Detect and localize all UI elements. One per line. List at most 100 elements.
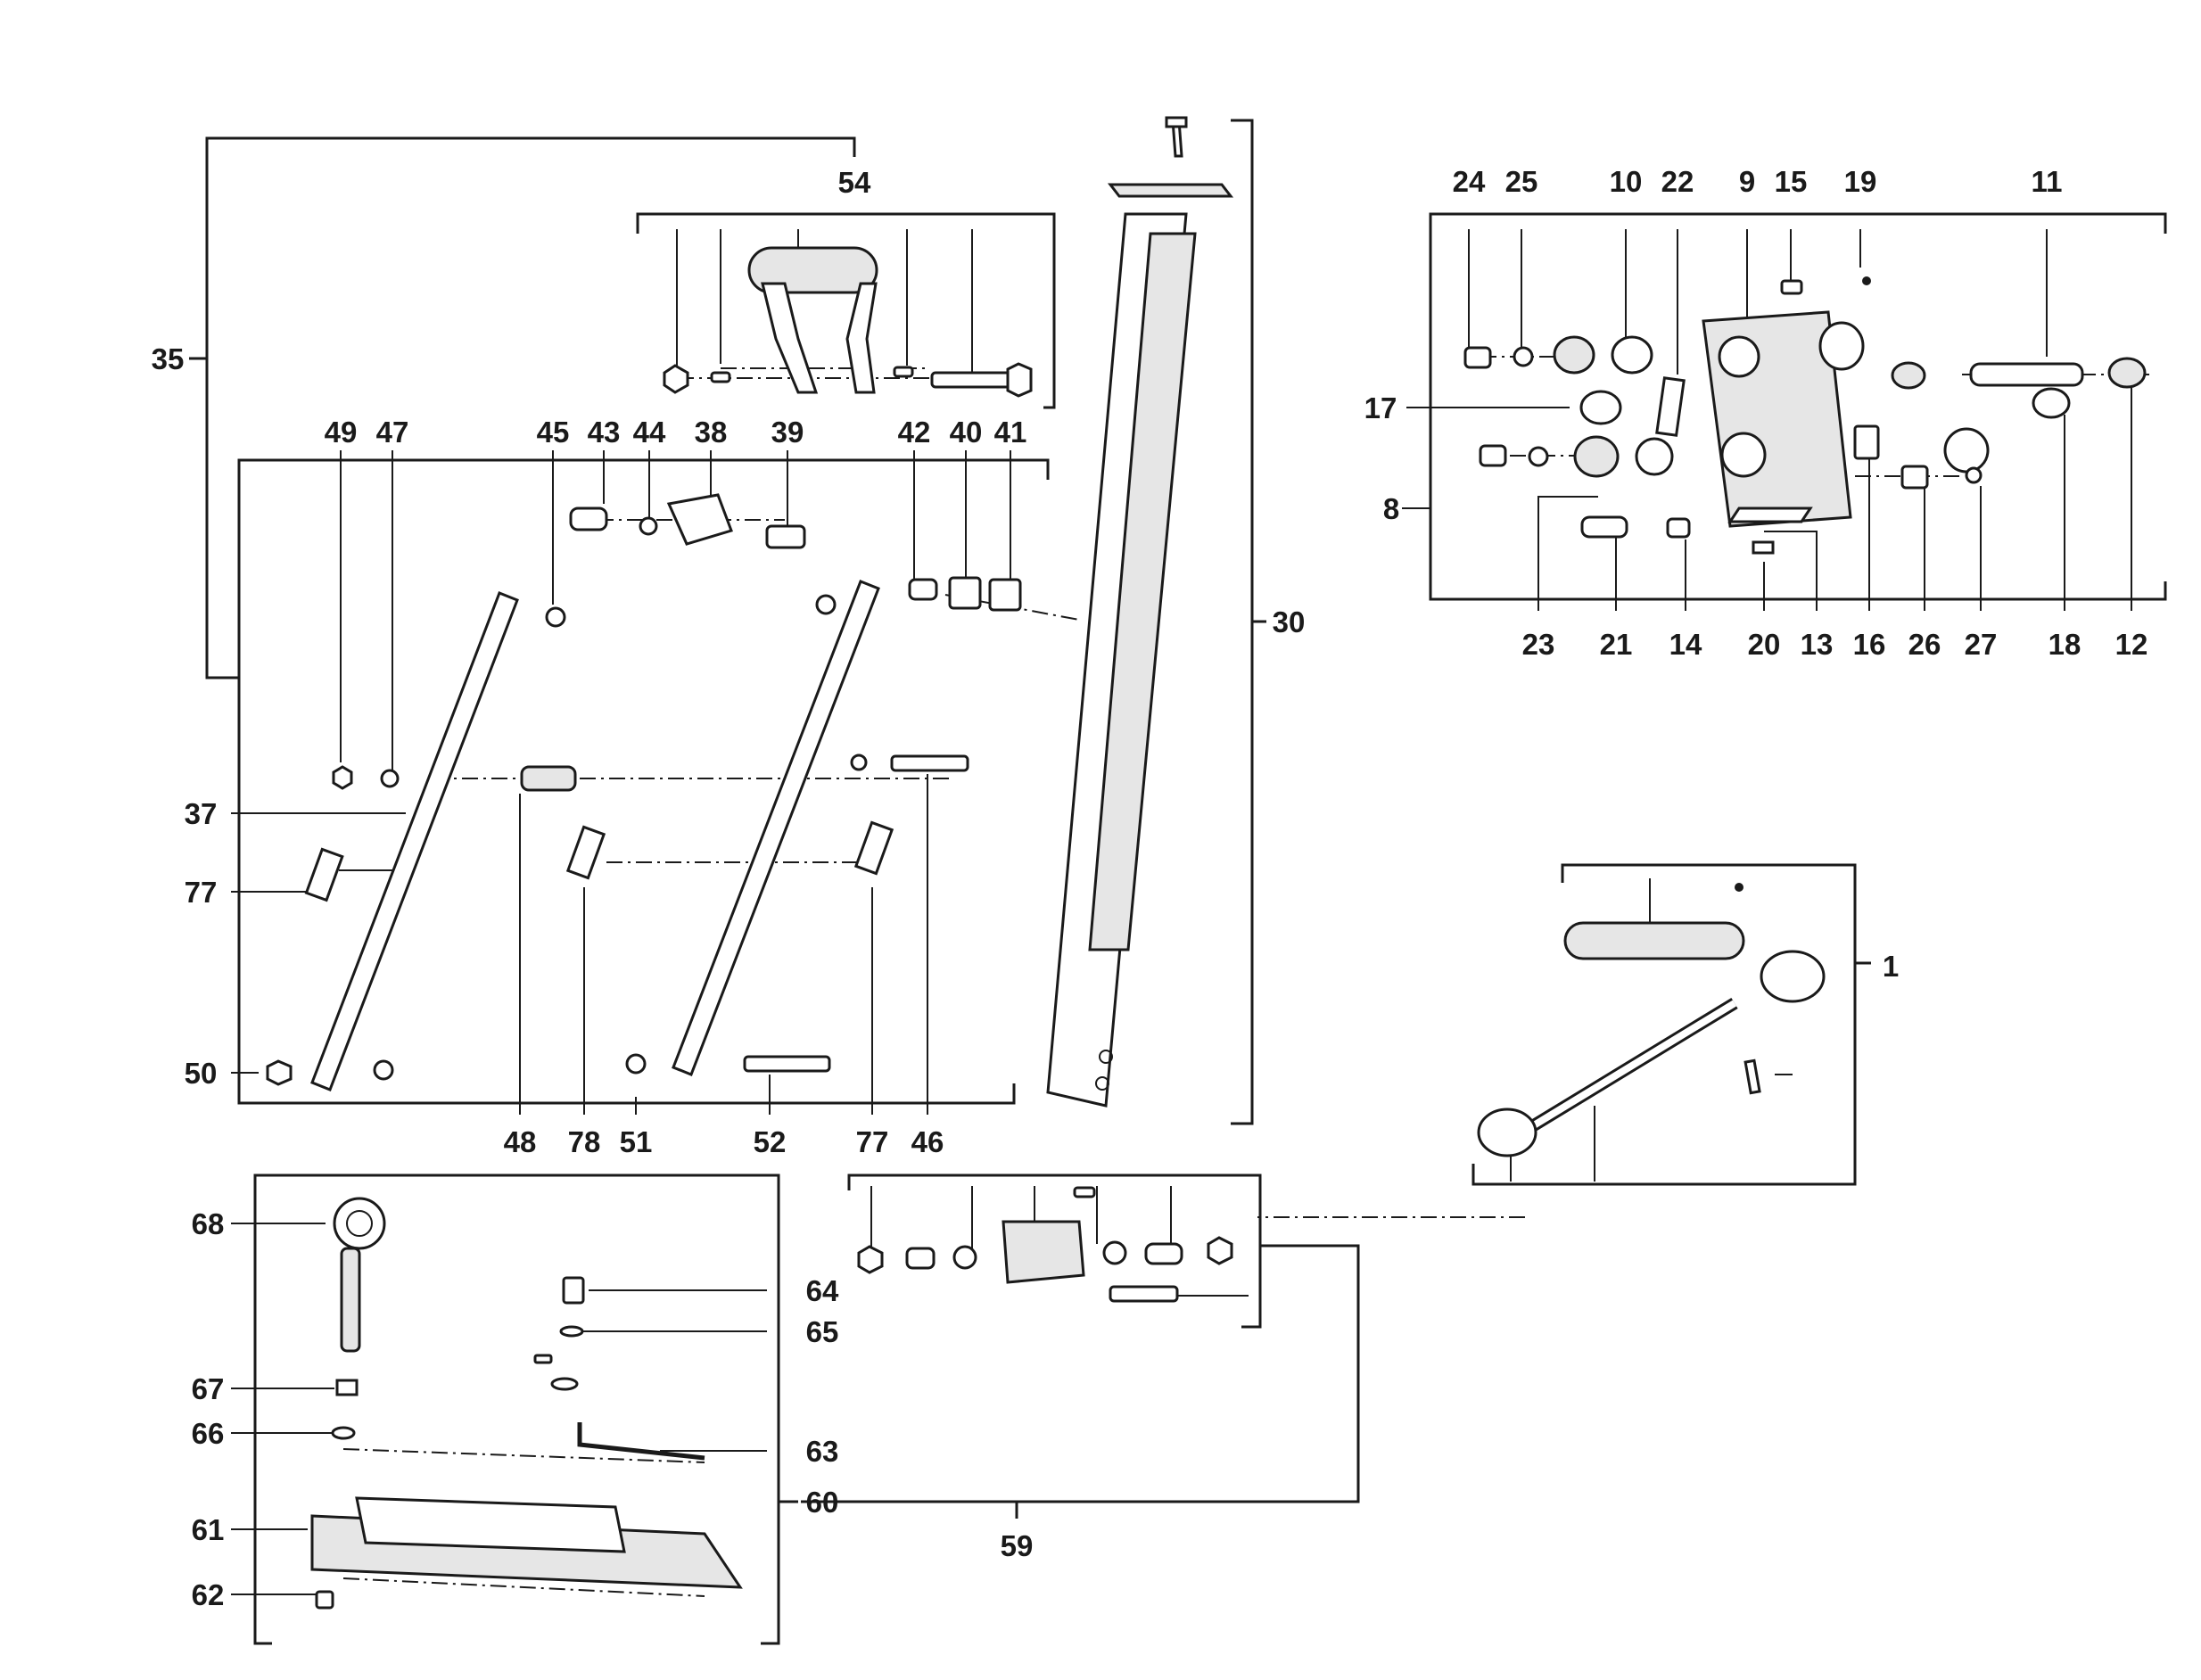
callout-18: 18 — [2048, 628, 2081, 661]
small-screw-icon — [1752, 540, 1775, 555]
carriage-block — [1002, 1220, 1085, 1284]
callout-39: 39 — [771, 416, 804, 449]
eye-bolt-shank — [340, 1247, 361, 1353]
callout-24: 24 — [1453, 165, 1486, 198]
slide-block — [988, 578, 1022, 612]
allen-key — [577, 1422, 705, 1461]
housing-bore — [1720, 432, 1767, 478]
callout-43: 43 — [588, 416, 621, 449]
callout-66: 66 — [192, 1417, 225, 1450]
hex-nut-icon — [332, 765, 353, 790]
callout-27: 27 — [1965, 628, 1998, 661]
callout-12: 12 — [2115, 628, 2148, 661]
assembly-brackets — [189, 119, 2167, 1645]
eccentric-roller — [1579, 390, 1622, 425]
screw-icon — [1965, 466, 1983, 484]
knob-end — [1477, 1108, 1537, 1157]
ball-icon — [1862, 276, 1871, 285]
feed-handle-group — [1477, 883, 1826, 1157]
hex-nut-icon — [663, 364, 689, 394]
callout-51: 51 — [620, 1125, 653, 1158]
end-cap — [2107, 357, 2147, 389]
callout-65: 65 — [806, 1315, 839, 1348]
washer-icon — [639, 516, 658, 536]
callout-41: 41 — [994, 416, 1027, 449]
screw-icon — [1479, 444, 1507, 467]
callout-21: 21 — [1600, 628, 1633, 661]
handle-hub — [1563, 921, 1745, 960]
knob-cap — [1943, 427, 1990, 474]
hex-nut-icon — [1207, 1236, 1233, 1265]
callout-16: 16 — [1853, 628, 1886, 661]
bushing — [1611, 335, 1653, 375]
pin-icon — [533, 1354, 553, 1364]
callout-20: 20 — [1748, 628, 1781, 661]
base-rail-housing — [355, 1496, 626, 1553]
housing-bore — [1718, 335, 1760, 378]
pin-icon — [1743, 1058, 1761, 1095]
top-screw-head — [1165, 116, 1188, 128]
washer-icon — [373, 1059, 394, 1081]
carry-handle-grip — [747, 246, 878, 294]
clamp-block — [666, 493, 733, 546]
label-sticker — [304, 847, 344, 902]
callout-38: 38 — [695, 416, 728, 449]
callout-45: 45 — [537, 416, 570, 449]
washer-icon — [952, 1245, 977, 1270]
washer-icon — [1513, 346, 1534, 367]
callout-50: 50 — [185, 1057, 218, 1090]
eye-bolt-ring — [333, 1197, 386, 1250]
foot-pad — [315, 1590, 334, 1610]
callout-25: 25 — [1505, 165, 1538, 198]
washer-icon — [550, 1377, 579, 1391]
pin-icon — [710, 371, 731, 383]
base-60-group — [310, 1197, 743, 1610]
thumb-screw — [2032, 387, 2071, 419]
callout-8: 8 — [1383, 492, 1399, 525]
spring-strip — [1655, 376, 1686, 437]
callout-59: 59 — [1001, 1529, 1034, 1562]
bolt-icon — [562, 1276, 585, 1305]
callout-19: 19 — [1844, 165, 1877, 198]
bolt-icon — [1109, 1285, 1179, 1303]
pinion-shaft — [1969, 362, 2084, 387]
callout-23: 23 — [1522, 628, 1555, 661]
label-sticker — [853, 820, 894, 876]
callout-77-left: 77 — [185, 876, 218, 909]
washer-icon — [1528, 446, 1549, 467]
clamp-knob — [765, 524, 806, 549]
washer-icon — [625, 1053, 647, 1075]
set-screw-icon — [908, 578, 938, 601]
carriage-head-group — [1463, 276, 2147, 555]
assembly-axes — [342, 356, 2149, 1597]
handle-arm-left — [761, 282, 819, 394]
sleeve-icon — [1666, 517, 1691, 539]
callout-67: 67 — [192, 1372, 225, 1405]
callout-labels: 1 8 9 10 11 12 13 14 15 16 17 18 19 20 2… — [152, 165, 2148, 1611]
rack-column — [1046, 116, 1234, 1108]
washer-icon — [545, 606, 566, 628]
callout-47: 47 — [376, 416, 409, 449]
callout-42: 42 — [898, 416, 931, 449]
nut-roller — [1891, 361, 1926, 390]
sleeve-icon — [1144, 1242, 1183, 1265]
key-icon — [1780, 279, 1803, 295]
callout-1: 1 — [1883, 950, 1899, 983]
washer-icon — [1102, 1240, 1127, 1265]
carriage-59-group — [857, 1186, 1233, 1303]
washer-icon — [815, 594, 837, 615]
callout-60: 60 — [806, 1486, 839, 1519]
pin-icon — [1073, 1186, 1096, 1198]
callout-48: 48 — [504, 1125, 537, 1158]
ball-icon — [1735, 883, 1743, 892]
threaded-insert — [569, 506, 608, 531]
callout-49: 49 — [325, 416, 358, 449]
callout-68: 68 — [192, 1207, 225, 1240]
column-hole — [1095, 1076, 1109, 1091]
callout-17: 17 — [1364, 391, 1397, 424]
callout-64: 64 — [806, 1274, 839, 1307]
spacer-tube — [520, 765, 577, 792]
locking-block — [1900, 465, 1929, 490]
column-rack-teeth — [1088, 232, 1197, 951]
